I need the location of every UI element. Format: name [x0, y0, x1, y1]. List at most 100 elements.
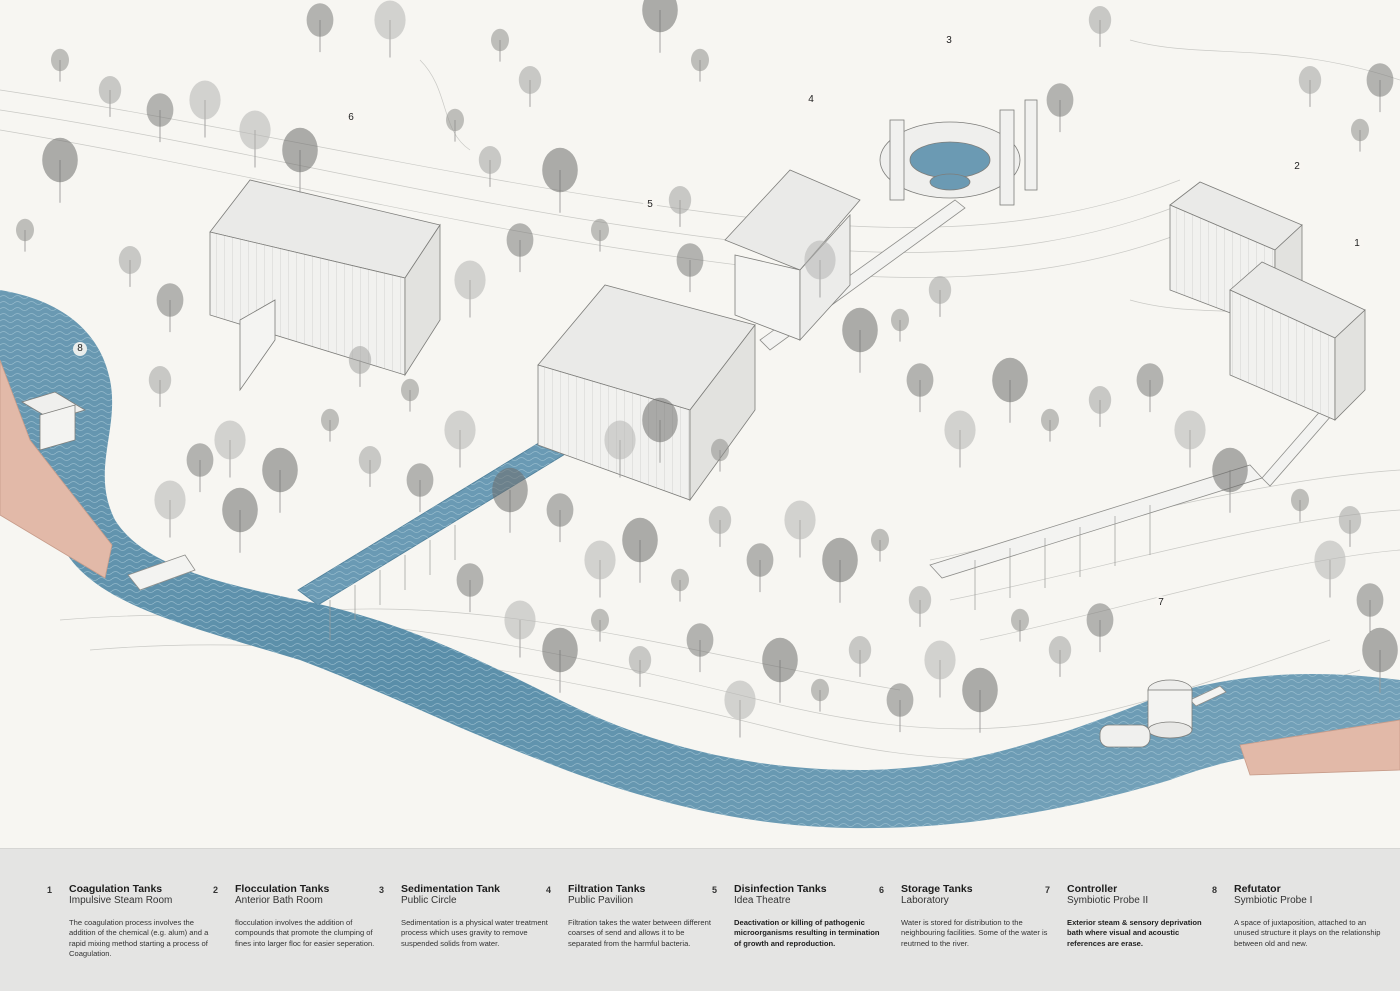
tree-crown [146, 93, 174, 127]
legend-title: Controller [1067, 883, 1118, 895]
tree-crown [348, 346, 372, 374]
legend-title: Disinfection Tanks [734, 883, 827, 895]
callout-4: 4 [804, 93, 818, 107]
tree-crown [1338, 506, 1362, 534]
tree-crown [189, 80, 221, 120]
callout-2: 2 [1290, 160, 1304, 174]
legend-title: Sedimentation Tank [401, 883, 500, 895]
tree-crown [924, 640, 956, 680]
tree-crown [628, 646, 652, 674]
tree-crown [762, 637, 798, 683]
trees [16, 0, 1398, 738]
legend-number: 8 [1212, 885, 1218, 895]
tree-crown [1011, 608, 1029, 632]
legend-subtitle: Laboratory [901, 895, 949, 906]
tree-crown [906, 363, 934, 397]
legend-entry-disinfection: 5 Disinfection Tanks Idea Theatre Deacti… [712, 883, 884, 949]
tree-crown [42, 137, 78, 183]
tree-crown [98, 76, 122, 104]
tree-crown [811, 678, 829, 702]
building-3-sedimentation [879, 99, 1038, 206]
legend-subtitle: Public Pavilion [568, 895, 634, 906]
legend-number: 7 [1045, 885, 1051, 895]
legend-entry-refutator: 8 Refutator Symbiotic Probe I A space of… [1212, 883, 1384, 949]
tree-crown [51, 48, 69, 72]
tree-crown [908, 586, 932, 614]
tree-crown [1086, 603, 1114, 637]
legend-number: 3 [379, 885, 385, 895]
tree-crown [848, 636, 872, 664]
legend-number: 4 [546, 885, 552, 895]
legend-description: Deactivation or killing of pathogenic mi… [734, 918, 880, 948]
tree-crown [478, 146, 502, 174]
legend-title: Coagulation Tanks [69, 883, 163, 895]
tree-crown [446, 108, 464, 132]
legend-title: Storage Tanks [901, 883, 973, 895]
tree-crown [546, 493, 574, 527]
tree-crown [668, 186, 692, 214]
legend-subtitle: Anterior Bath Room [235, 895, 323, 906]
tree-crown [214, 420, 246, 460]
tree-crown [401, 378, 419, 402]
tree-crown [358, 446, 382, 474]
tree-crown [306, 3, 334, 37]
tree-crown [154, 480, 186, 520]
tree-crown [156, 283, 184, 317]
legend-number: 5 [712, 885, 718, 895]
tree-crown [1088, 386, 1112, 414]
tree-crown [676, 243, 704, 277]
tree-crown [992, 357, 1028, 403]
tree-crown [671, 568, 689, 592]
tree-crown [886, 683, 914, 717]
tree-crown [1356, 583, 1384, 617]
tree-crown [1174, 410, 1206, 450]
tree-crown [622, 517, 658, 563]
tree-crown [711, 438, 729, 462]
tree-crown [454, 260, 486, 300]
building-5-disinfection [537, 284, 756, 502]
tree-crown [321, 408, 339, 432]
tree-crown [1298, 66, 1322, 94]
legend-subtitle: Symbiotic Probe II [1067, 895, 1149, 906]
tree-crown [642, 0, 678, 33]
tree-crown [118, 246, 142, 274]
tree-crown [1362, 627, 1398, 673]
legend-number: 6 [879, 885, 885, 895]
callout-8: 8 [73, 342, 87, 356]
tree-crown [492, 467, 528, 513]
tree-crown [962, 667, 998, 713]
site-plan-svg [0, 0, 1400, 829]
legend-number: 2 [213, 885, 219, 895]
tree-crown [642, 397, 678, 443]
callout-7: 7 [1154, 596, 1168, 610]
tree-crown [282, 127, 318, 173]
tree-crown [591, 608, 609, 632]
tree-crown [1314, 540, 1346, 580]
tree-crown [444, 410, 476, 450]
tree-crown [504, 600, 536, 640]
tree-crown [891, 308, 909, 332]
tree-crown [1046, 83, 1074, 117]
legend-entry-flocculation: 2 Flocculation Tanks Anterior Bath Room … [213, 883, 385, 949]
tree-crown [724, 680, 756, 720]
building-6-storage [209, 179, 441, 392]
tree-crown [1136, 363, 1164, 397]
legend-subtitle: Symbiotic Probe I [1234, 895, 1313, 906]
legend-description: A space of juxtaposition, attached to an… [1234, 918, 1381, 948]
legend-entry-coagulation: 1 Coagulation Tanks Impulsive Steam Room… [47, 883, 219, 959]
tree-crown [222, 487, 258, 533]
tree-crown [374, 0, 406, 40]
legend-entry-sedimentation: 3 Sedimentation Tank Public Circle Sedim… [379, 883, 551, 949]
legend-description: The coagulation process involves the add… [69, 918, 209, 958]
tree-crown [804, 240, 836, 280]
tree-crown [871, 528, 889, 552]
tree-crown [239, 110, 271, 150]
legend-panel: 1 Coagulation Tanks Impulsive Steam Room… [0, 848, 1400, 991]
tree-crown [16, 218, 34, 242]
legend-entry-filtration: 4 Filtration Tanks Public Pavilion Filtr… [546, 883, 718, 949]
tree-crown [456, 563, 484, 597]
tree-crown [148, 366, 172, 394]
building-4-filtration [724, 169, 861, 342]
axonometric-site-drawing: 6 5 4 3 2 1 7 8 [0, 0, 1400, 829]
callout-3: 3 [942, 34, 956, 48]
